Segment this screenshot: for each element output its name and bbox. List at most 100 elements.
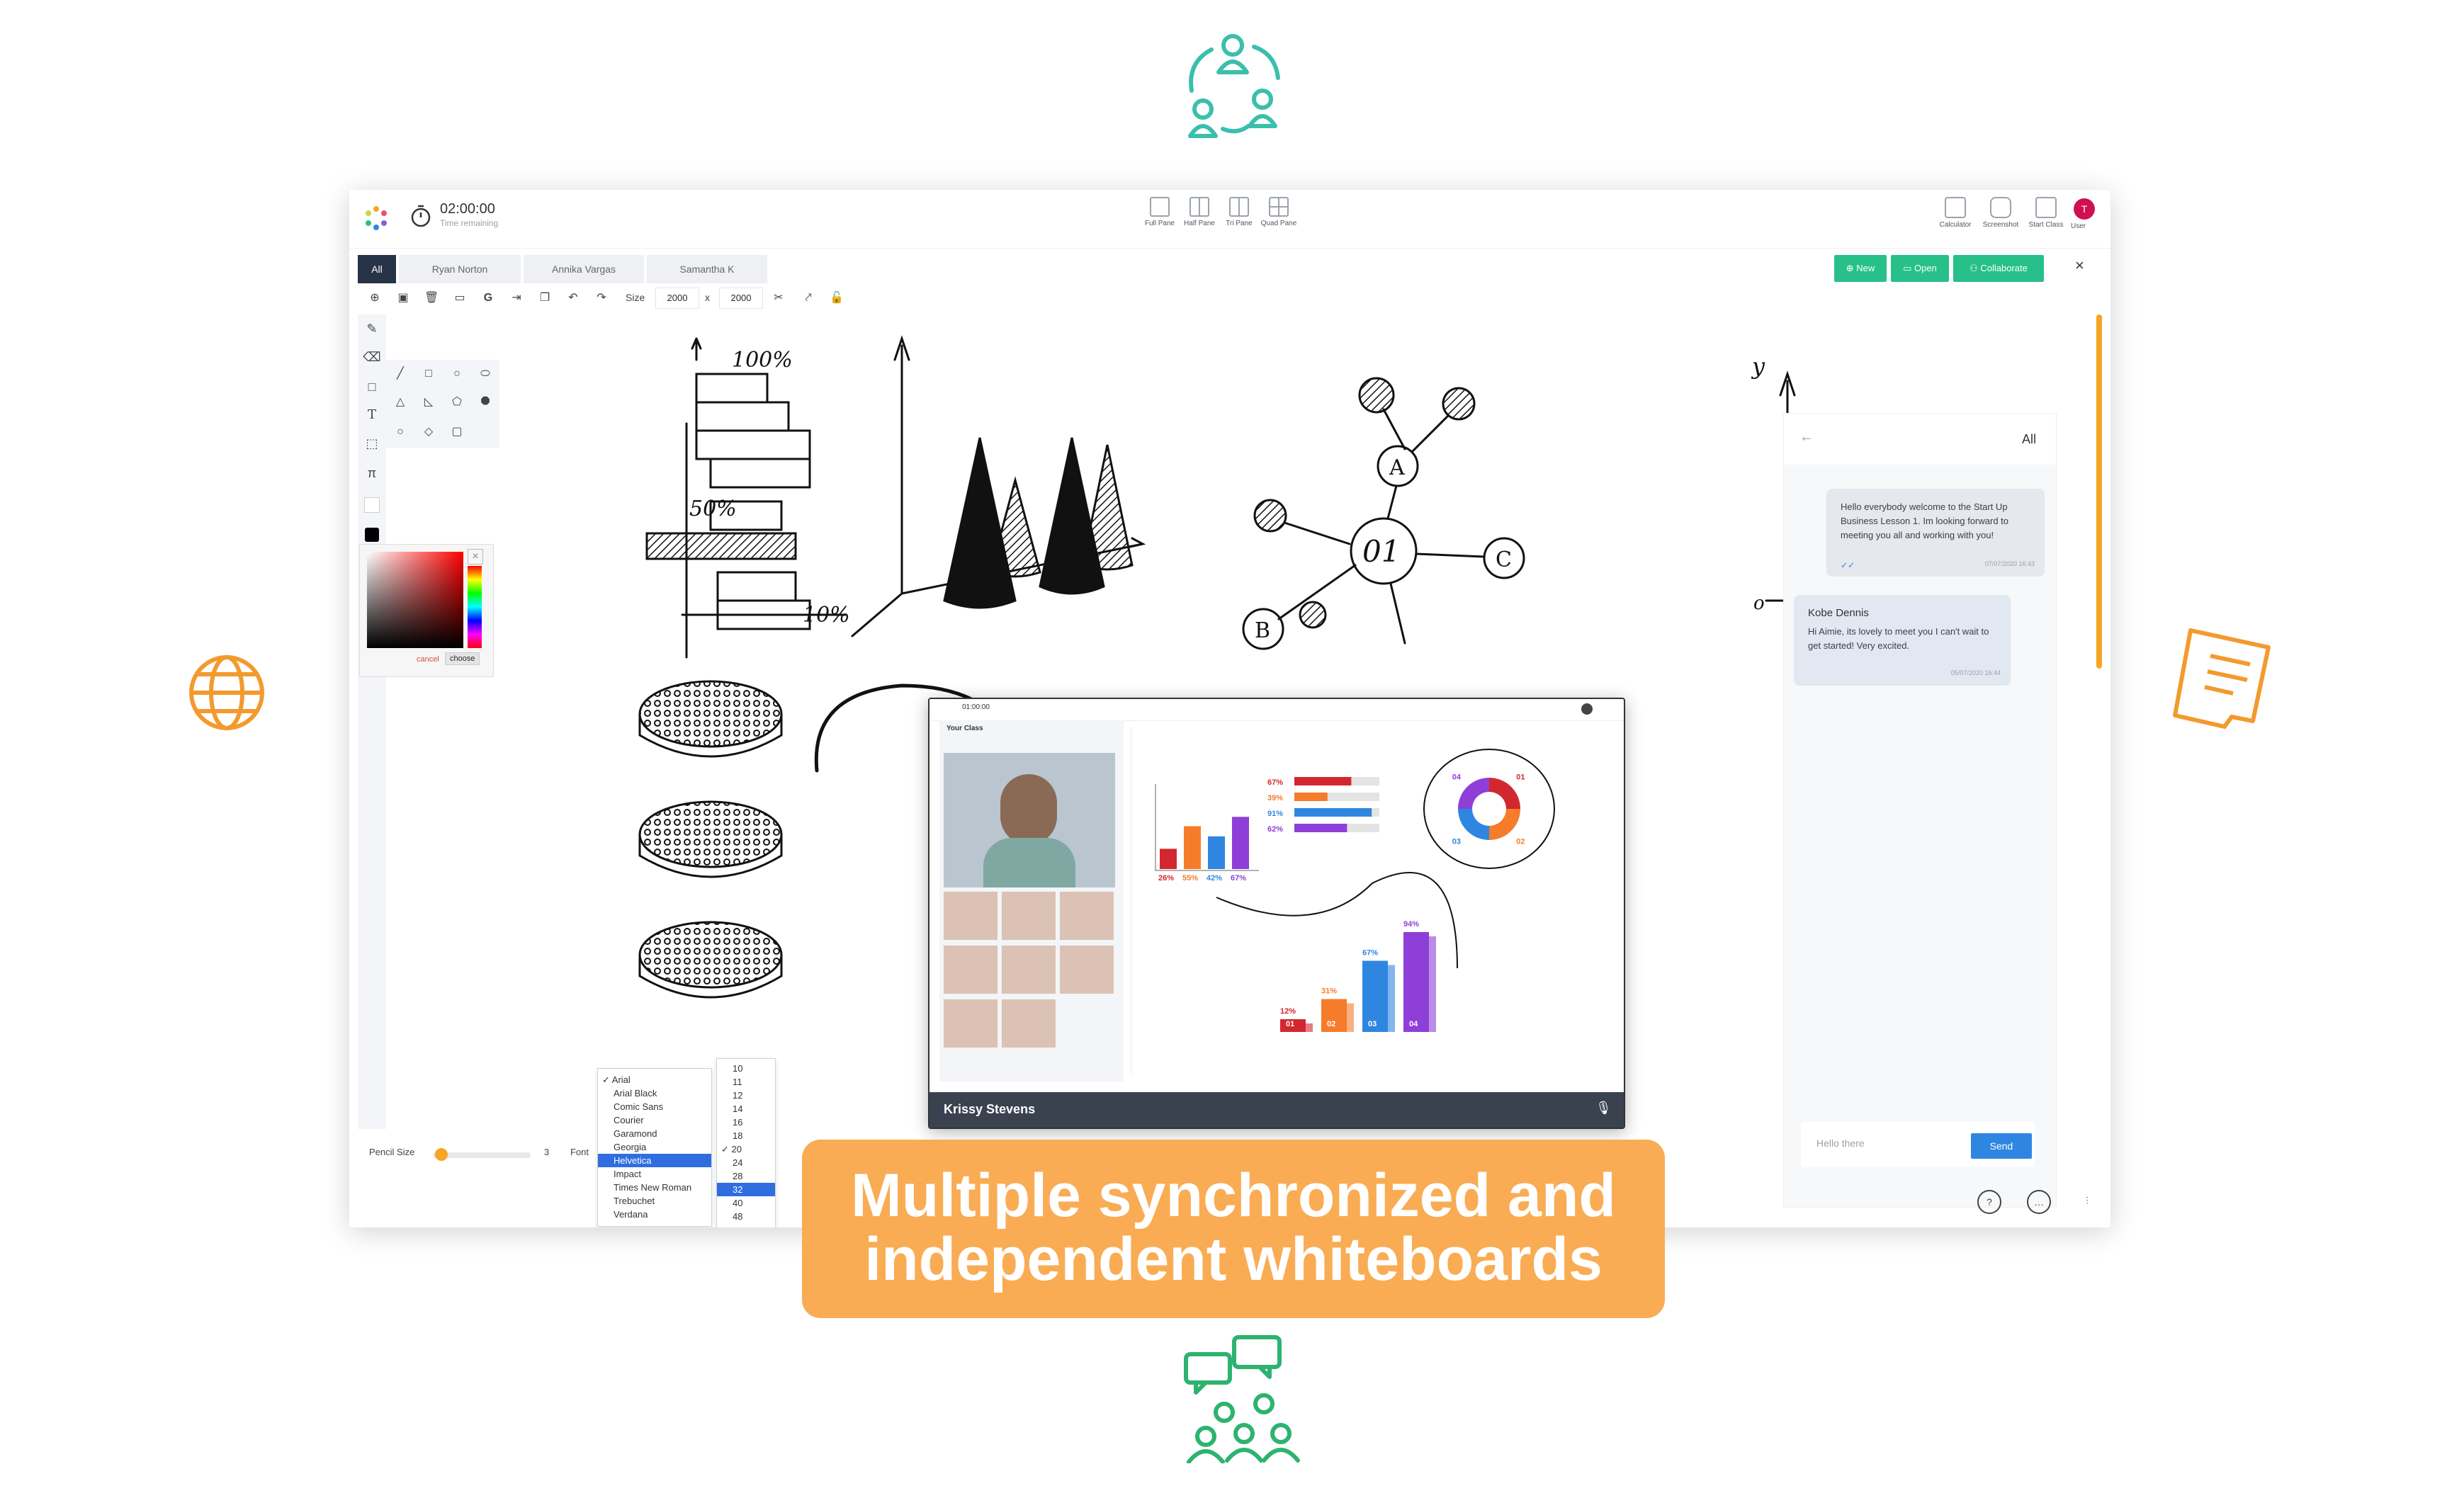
square-shape-icon[interactable]: □ xyxy=(425,368,432,380)
undo-icon[interactable]: ↶ xyxy=(568,292,578,304)
pencil-size-slider[interactable] xyxy=(433,1152,531,1158)
screenshot-button[interactable]: Screenshot xyxy=(1979,197,2023,229)
chat-icon[interactable]: … xyxy=(2027,1190,2051,1214)
image-icon[interactable]: ▭ xyxy=(454,292,465,304)
font-size-option[interactable]: 18 xyxy=(733,1130,743,1141)
donut-label: 03 xyxy=(1452,837,1461,846)
font-size-dropdown[interactable]: 10 11 12 14 16 18 ✓ 20 24 28 32 40 48 xyxy=(716,1058,776,1227)
new-button[interactable]: ⊕ New xyxy=(1834,255,1887,282)
picker-close-icon[interactable]: × xyxy=(468,549,483,564)
rounded-square-shape-icon[interactable]: ▢ xyxy=(451,426,463,438)
close-icon[interactable]: × xyxy=(2075,256,2084,274)
font-size-option[interactable]: 14 xyxy=(733,1103,743,1114)
font-family-option[interactable]: Comic Sans xyxy=(614,1101,664,1112)
settings-sliders-icon[interactable]: ⫶ xyxy=(2086,1195,2089,1206)
font-family-option[interactable]: Courier xyxy=(614,1115,644,1125)
font-family-option[interactable]: ✓ Arial xyxy=(602,1074,631,1085)
export-icon[interactable]: ⇥ xyxy=(512,292,521,304)
sketch-node-01: 01 xyxy=(1362,534,1400,569)
stroke-color-swatch[interactable] xyxy=(358,520,386,548)
picker-cancel[interactable]: cancel xyxy=(417,655,439,664)
small-circle-shape-icon[interactable]: ○ xyxy=(397,426,404,438)
google-icon[interactable]: G xyxy=(483,292,493,304)
font-family-option[interactable]: Arial Black xyxy=(614,1088,657,1099)
help-icon[interactable]: ? xyxy=(1977,1190,2001,1214)
pi-tool-icon[interactable]: π xyxy=(367,466,377,480)
font-size-option[interactable]: 32 xyxy=(717,1183,775,1196)
font-family-option[interactable]: Georgia xyxy=(614,1142,647,1152)
circle-shape-icon[interactable]: ○ xyxy=(453,368,460,380)
font-family-option[interactable]: Helvetica xyxy=(598,1154,711,1167)
size-width-input[interactable]: 2000 xyxy=(655,288,699,309)
font-size-option[interactable]: 48 xyxy=(733,1211,743,1222)
chat-input[interactable]: Hello there xyxy=(1816,1137,1865,1149)
font-size-option[interactable]: 24 xyxy=(733,1157,743,1168)
quad-pane-button[interactable]: Quad Pane xyxy=(1259,197,1299,227)
chat-audience[interactable]: All xyxy=(2022,432,2037,446)
font-family-option[interactable]: Garamond xyxy=(614,1128,657,1139)
right-triangle-shape-icon[interactable]: ◺ xyxy=(424,396,434,408)
microphone-icon[interactable]: 🎙 xyxy=(1595,1101,1612,1115)
eraser-icon[interactable]: ⌫ xyxy=(363,350,381,364)
color-picker[interactable]: × cancel choose xyxy=(359,544,494,677)
font-size-option[interactable]: 11 xyxy=(733,1077,742,1087)
open-button[interactable]: ▭ Open xyxy=(1891,255,1949,282)
picker-choose[interactable]: choose xyxy=(445,652,480,665)
font-size-option[interactable]: ✓ 20 xyxy=(721,1144,742,1154)
line-shape-icon[interactable]: ╱ xyxy=(397,368,404,380)
font-family-option[interactable]: Verdana xyxy=(614,1209,648,1220)
bar-value-label: 26% xyxy=(1158,874,1174,883)
pencil-size-handle[interactable] xyxy=(434,1148,448,1161)
redo-icon[interactable]: ↷ xyxy=(597,292,606,304)
add-icon[interactable]: ⊕ xyxy=(370,292,380,304)
canvas-scrollbar[interactable] xyxy=(2096,314,2102,669)
rectangle-tool-icon[interactable]: □ xyxy=(368,380,376,394)
font-size-option[interactable]: 16 xyxy=(733,1117,743,1128)
tab-ryan-norton[interactable]: Ryan Norton xyxy=(399,255,521,283)
bar xyxy=(1208,836,1225,869)
start-class-label: Start Class xyxy=(2028,221,2064,229)
trash-icon[interactable]: 🗑 xyxy=(424,292,439,304)
tri-pane-button[interactable]: Tri Pane xyxy=(1219,197,1259,227)
pencil-icon[interactable]: ✎ xyxy=(366,322,378,336)
select-tool-icon[interactable]: ⬚ xyxy=(366,436,378,450)
tab-all[interactable]: All xyxy=(358,255,396,283)
fill-color-swatch[interactable] xyxy=(358,490,386,518)
ellipse-shape-icon[interactable]: ⬭ xyxy=(480,368,490,380)
back-arrow-icon[interactable]: ← xyxy=(1799,429,1814,445)
text-tool-icon[interactable]: T xyxy=(367,407,376,422)
half-pane-button[interactable]: Half Pane xyxy=(1180,197,1219,227)
user-avatar[interactable]: T xyxy=(2074,198,2095,220)
share-icon[interactable]: ⤤ xyxy=(805,292,812,304)
lock-icon[interactable]: 🔓 xyxy=(830,292,844,304)
font-size-option[interactable]: 28 xyxy=(733,1171,743,1181)
collaborate-button[interactable]: ⚇ Collaborate xyxy=(1953,255,2044,282)
tab-samantha-k[interactable]: Samantha K xyxy=(647,255,767,283)
start-class-button[interactable]: Start Class xyxy=(2024,197,2068,229)
font-family-option[interactable]: Trebuchet xyxy=(614,1196,655,1206)
mind-map-sketch: 01 A B C xyxy=(1242,377,1525,650)
saturation-area[interactable] xyxy=(367,552,463,648)
pentagon-shape-icon[interactable]: ⬠ xyxy=(452,396,462,408)
diamond-shape-icon[interactable]: ◇ xyxy=(424,426,434,438)
send-button[interactable]: Send xyxy=(1971,1133,2032,1159)
save-icon[interactable]: ▣ xyxy=(397,292,409,304)
calculator-button[interactable]: Calculator xyxy=(1933,197,1977,229)
font-family-option[interactable]: Times New Roman xyxy=(614,1182,692,1193)
font-size-option[interactable]: 12 xyxy=(733,1090,743,1101)
font-size-option[interactable]: 10 xyxy=(733,1063,743,1074)
octagon-shape-icon[interactable]: ⯃ xyxy=(480,396,490,408)
font-family-option[interactable]: Impact xyxy=(614,1169,642,1179)
participant-tile xyxy=(1002,892,1056,940)
triangle-shape-icon[interactable]: △ xyxy=(395,396,405,408)
chat-message-sent: Hello everybody welcome to the Start Up … xyxy=(1826,489,2045,577)
crop-icon[interactable]: ✂ xyxy=(774,292,784,304)
size-height-input[interactable]: 2000 xyxy=(719,288,763,309)
copy-icon[interactable]: ❐ xyxy=(539,292,550,304)
tab-annika-vargas[interactable]: Annika Vargas xyxy=(524,255,644,283)
column-3d xyxy=(1362,960,1388,1032)
hue-slider[interactable] xyxy=(468,566,482,648)
font-size-option[interactable]: 40 xyxy=(733,1198,743,1208)
full-pane-button[interactable]: Full Pane xyxy=(1140,197,1180,227)
